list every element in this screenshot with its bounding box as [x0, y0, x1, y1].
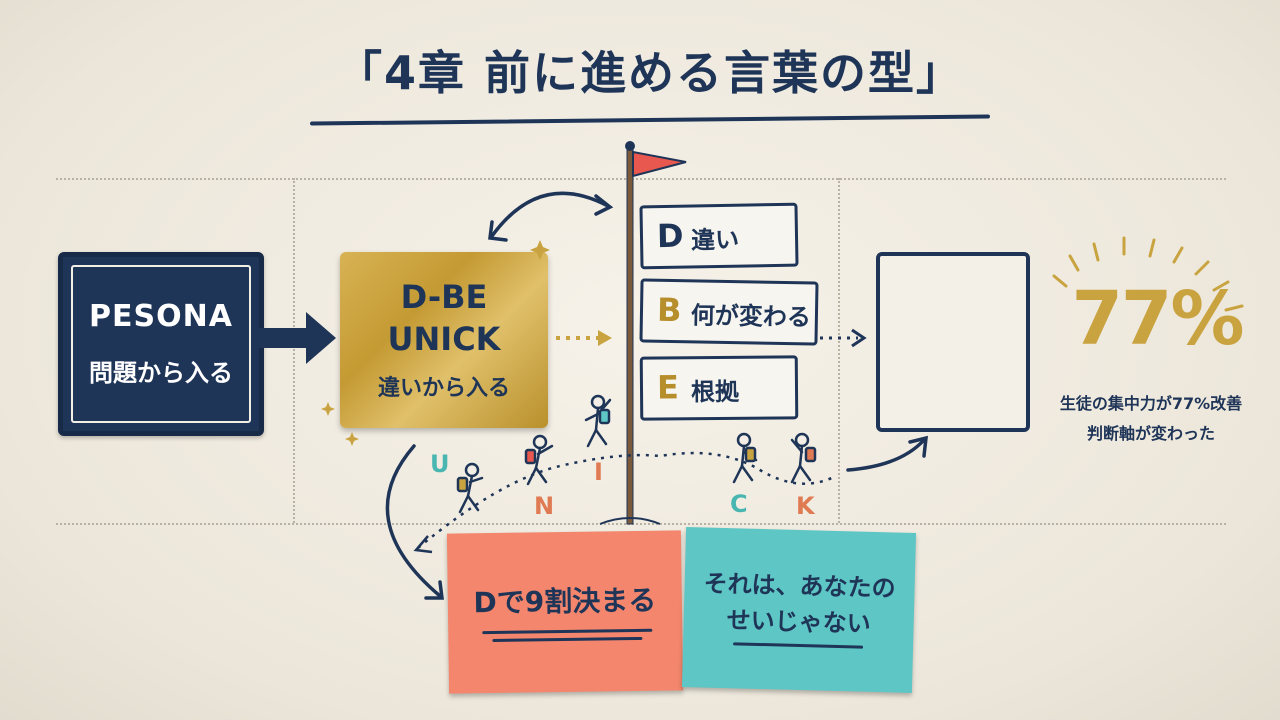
unick-letter-c: C [730, 490, 748, 518]
note-teal-underline [733, 642, 864, 649]
hiker-icon [524, 434, 554, 486]
hiking-path-arrowhead [413, 535, 433, 554]
banner-d-letter: D [656, 216, 684, 256]
note-red-underline [492, 636, 643, 643]
unick-letter-k: K [796, 492, 815, 520]
result-subdescription: 判断軸が変わった [1086, 424, 1215, 443]
arrow-flag-to-printer [820, 328, 867, 348]
divider-line-right [838, 178, 840, 523]
unick-letter-u: U [430, 450, 450, 478]
unick-letter-i: I [594, 458, 603, 486]
pesona-subtitle: 問題から入る [89, 359, 233, 387]
pesona-title: PESONA [89, 299, 233, 334]
arrow-dbe-to-flag [556, 330, 612, 346]
arrow-curved-top [488, 191, 614, 242]
divider-line-bottom [56, 523, 1226, 525]
sparkle-icon [321, 240, 550, 446]
banner-e-label: 根拠 [690, 377, 740, 407]
pesona-box-border [71, 265, 251, 423]
unick-letter-n: N [534, 492, 555, 520]
hiker-icon [456, 462, 484, 514]
hiker-icon [790, 432, 817, 484]
sticky-note-red: Dで9割決まる [446, 530, 684, 694]
arrow-to-result [846, 435, 929, 472]
banner-b: B 何が変わる [639, 278, 819, 346]
dbe-unick-box: D-BE UNICK 違いから入る [340, 252, 548, 428]
banner-d-label: 違い [690, 225, 740, 255]
pesona-box: PESONA 問題から入る [58, 252, 264, 436]
hiker-icon [732, 432, 758, 484]
divider-line-left [293, 178, 295, 523]
sparkle-rays [1052, 236, 1244, 312]
result-description: 生徒の集中力が77%改善 [1059, 394, 1243, 413]
unick-title: UNICK [387, 320, 501, 358]
note-red-underline [482, 628, 653, 635]
banner-d: D 違い [639, 202, 799, 270]
sticky-note-teal: それは、あなたの せいじゃない [681, 527, 917, 693]
banner-e: E 根拠 [639, 355, 799, 421]
divider-line-top [56, 178, 1226, 180]
printer-box [876, 252, 1030, 432]
note-red-text: Dで9割決まる [473, 583, 657, 620]
note-teal-text-2: せいじゃない [726, 606, 872, 638]
banner-b-letter: B [656, 290, 682, 330]
note-teal-text-1: それは、あなたの [703, 569, 896, 603]
banner-e-letter: E [656, 368, 680, 407]
arrow-pesona-to-dbe [254, 312, 336, 364]
dbe-title: D-BE [400, 278, 488, 316]
result-percent: 77% [1071, 276, 1244, 362]
hiking-path [417, 451, 837, 549]
arrow-to-note [385, 444, 444, 600]
hiker-icon [584, 394, 612, 448]
flag-icon [599, 141, 687, 525]
dbe-subtitle: 違いから入る [377, 376, 510, 401]
page-title: 「4章 前に進める言葉の型」 [335, 46, 965, 100]
banner-b-label: 何が変わる [690, 301, 812, 332]
